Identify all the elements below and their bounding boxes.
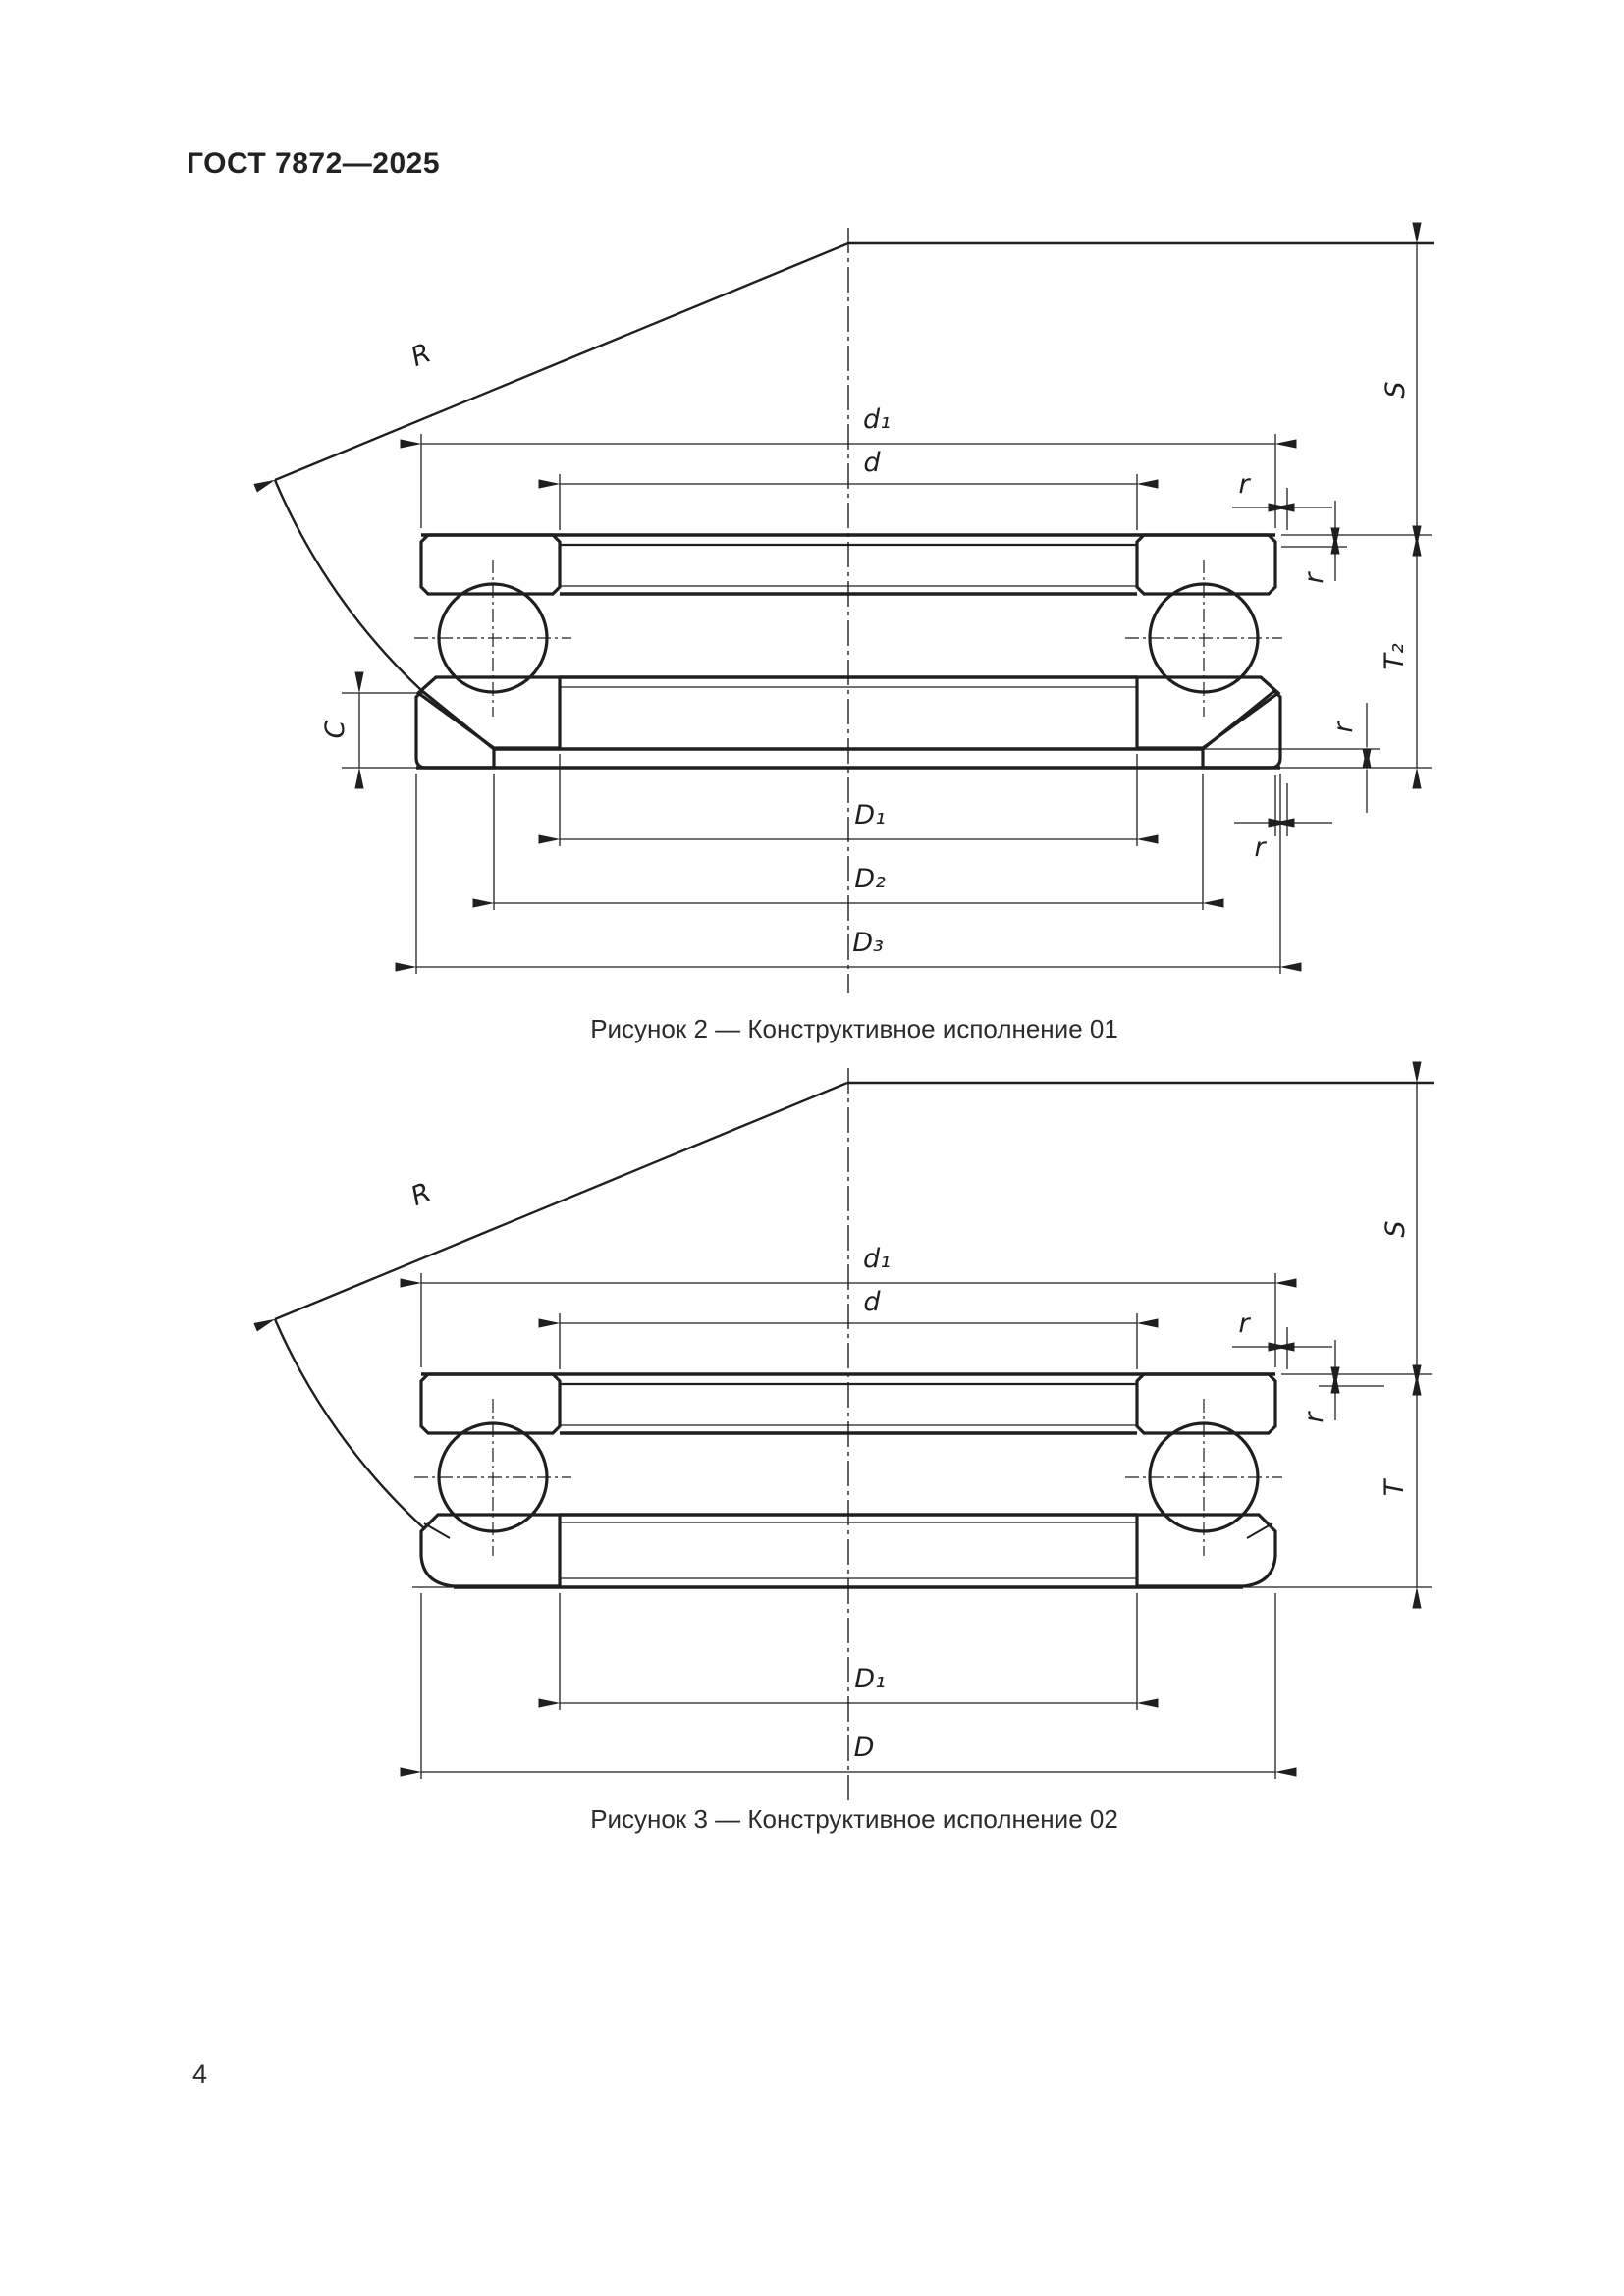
- figure1-caption: Рисунок 2 — Конструктивное исполнение 01: [590, 1014, 1118, 1043]
- figure2-sphere-radius: R: [253, 1081, 1434, 1530]
- dim-label-r-top-fig2: r: [1238, 1308, 1251, 1339]
- dim-label-d1-fig2: d₁: [863, 1244, 891, 1274]
- figure1-dimensions: d₁ d r S r T₂ r: [320, 222, 1432, 974]
- dim-label-T2-fig1: T₂: [1380, 643, 1410, 669]
- dim-label-r-right-fig2: r: [1299, 1411, 1329, 1423]
- document-header-title: ГОСТ 7872—2025: [187, 147, 441, 180]
- dim-label-d-fig1: d: [863, 448, 881, 478]
- dim-label-S-fig1: S: [1380, 381, 1411, 398]
- figure2-silhouette-lines: [412, 1372, 1275, 1589]
- dim-label-D1-fig1: D₁: [854, 800, 886, 830]
- figure2-housing-washer: [419, 1513, 1277, 1588]
- dim-label-d1-fig1: d₁: [863, 404, 891, 435]
- dim-label-r-bottom-fig1: r: [1254, 832, 1267, 863]
- figure2-caption: Рисунок 3 — Конструктивное исполнение 02: [590, 1804, 1118, 1834]
- dim-label-D2-fig1: D₂: [854, 864, 886, 894]
- dim-label-T-fig2: T: [1380, 1477, 1410, 1496]
- dim-label-r-right-fig1: r: [1299, 571, 1329, 584]
- dim-label-r-top-fig1: r: [1238, 469, 1251, 500]
- dim-label-C-fig1: C: [320, 720, 351, 738]
- page-number: 4: [192, 2059, 208, 2089]
- figure2-balls: [414, 1399, 1282, 1556]
- dim-label-D-fig2: D: [854, 1733, 875, 1763]
- figure1-balls: [414, 560, 1282, 717]
- figure2-extension-lines: [420, 1273, 1432, 1779]
- figure1-sphere-radius: R: [253, 241, 1434, 692]
- dim-label-S-fig2: S: [1380, 1220, 1411, 1237]
- dim-label-R-fig2: R: [406, 1177, 435, 1212]
- figure1-extension-lines: [342, 434, 1432, 974]
- dim-label-d-fig2: d: [863, 1287, 881, 1317]
- dim-label-R-fig1: R: [406, 338, 435, 373]
- figure2-bearing-section: R: [253, 1061, 1434, 1801]
- figure1-bearing-section: R: [253, 222, 1434, 993]
- figure2-dimensions: d₁ d r S r T D₁: [400, 1061, 1432, 1779]
- dim-label-r-lower-fig1: r: [1328, 721, 1359, 733]
- dim-label-D1-fig2: D₁: [854, 1664, 886, 1694]
- dim-label-D3-fig1: D₃: [852, 928, 884, 958]
